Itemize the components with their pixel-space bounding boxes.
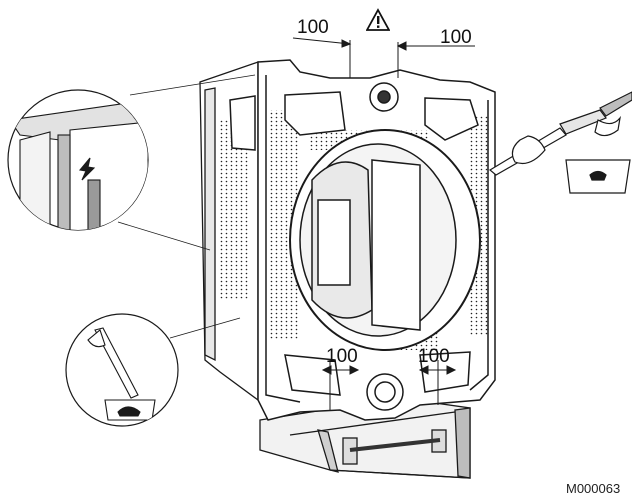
glue-gun-hand-right [488, 91, 632, 176]
bead-profile-right [565, 159, 631, 194]
side-panel [199, 61, 259, 402]
zoom-callout-glue [65, 313, 241, 427]
front-frame-panel [229, 59, 496, 421]
dimension-lines-top [292, 37, 475, 78]
dimension-label-top-left: 100 [297, 17, 329, 38]
warning-triangle-icon [366, 8, 390, 31]
base-support [259, 397, 471, 479]
zoom-callout-seal [7, 74, 256, 251]
reference-code: M000063 [566, 481, 621, 496]
dimension-label-bottom-right: 100 [418, 346, 450, 367]
dimension-label-top-right: 100 [440, 27, 472, 48]
dimension-lines-bottom [321, 360, 457, 410]
dimension-label-bottom-left: 100 [326, 346, 358, 367]
